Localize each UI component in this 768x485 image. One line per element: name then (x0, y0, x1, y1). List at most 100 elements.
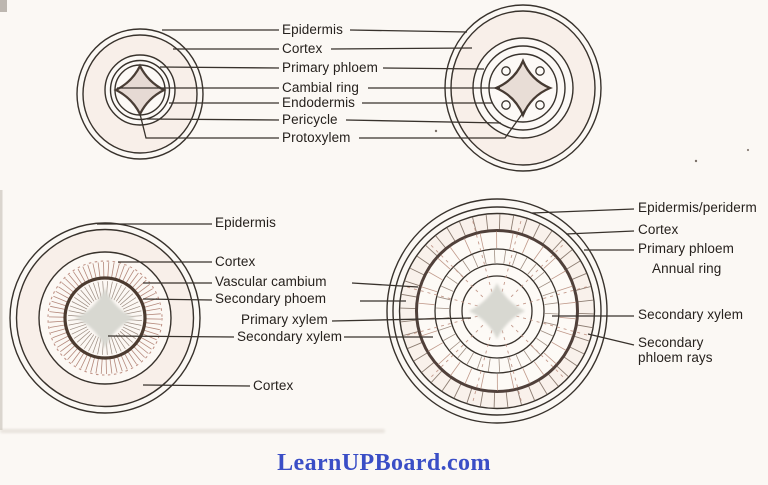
growth-ring (434, 248, 560, 374)
ray-line (482, 251, 487, 265)
ray-line (115, 263, 120, 279)
ray-line (510, 324, 566, 380)
ray-line (71, 301, 88, 310)
ray-line (71, 326, 88, 335)
label-pericycle: Pericycle (282, 112, 338, 127)
ray-line (74, 297, 89, 308)
label-epidermis-bl: Epidermis (215, 215, 276, 230)
label-secondary-phloem-rays-line1: Secondary (638, 335, 704, 350)
secondary-growth-diagram-left (9, 222, 201, 414)
ray-line (498, 213, 501, 230)
ray-line (69, 305, 87, 312)
ray-line (428, 324, 484, 380)
ray-line (403, 331, 419, 336)
ray-line (137, 283, 150, 294)
ray-line (559, 316, 577, 320)
ray-line (113, 335, 122, 352)
ray-line (51, 300, 67, 307)
ray-line (551, 270, 566, 280)
ray-line (498, 358, 500, 372)
ray-line (95, 358, 99, 374)
ray-line (143, 329, 159, 336)
leader-pericycle-right (345, 119, 502, 124)
ray-line (61, 282, 74, 293)
xylem-star (493, 58, 553, 118)
leader-secondary-phloem-left (142, 298, 213, 301)
ray-line (121, 328, 136, 339)
ray-line (132, 276, 143, 288)
ray-line (125, 269, 135, 284)
ray-line (457, 347, 467, 359)
ray-line (533, 271, 545, 281)
speckle (746, 148, 750, 152)
label-annual-ring: Annual ring (652, 261, 722, 276)
leader-epidermis-periderm (531, 208, 635, 214)
label-cortex2-bl: Cortex (253, 378, 294, 393)
ray-line (97, 262, 101, 278)
ray-line (428, 342, 443, 352)
ray-line (510, 372, 515, 389)
ray-line (401, 293, 417, 298)
ray-line (551, 239, 564, 252)
ray-line (437, 257, 451, 270)
dashed-cambium-ring (47, 260, 163, 376)
ray-line (542, 291, 556, 297)
ray-line (75, 352, 85, 367)
ray-line (471, 218, 493, 292)
ray-line (118, 290, 130, 304)
ray-line (50, 305, 65, 310)
ray-line (90, 357, 95, 373)
leader-primary-phloem-left (159, 66, 280, 69)
ray-line (69, 323, 87, 331)
ray-line (84, 286, 95, 302)
ray-line (533, 246, 544, 261)
ray-line (111, 282, 118, 300)
ray-line (144, 302, 160, 308)
secondary-xylem-rays-band (68, 281, 142, 355)
ray-line (145, 308, 161, 312)
label-secondary-phloem: Secondary phoem (215, 291, 327, 306)
ray-line (117, 332, 130, 347)
ray-line (480, 372, 485, 389)
ray-line (443, 333, 456, 341)
ray-line (409, 267, 425, 276)
ray-line (548, 373, 559, 387)
ray-line (97, 337, 102, 355)
leader-vascular-cambium-right (351, 282, 419, 288)
corner-smudge (0, 0, 7, 12)
ray-line (119, 331, 133, 343)
ray-line (544, 313, 558, 315)
ray-line (124, 321, 142, 326)
ray-line (88, 335, 97, 352)
ray-line (54, 335, 69, 344)
label-primary-phloem-br: Primary phloem (638, 241, 734, 256)
ray-line (60, 342, 73, 353)
primary-xylem-star (75, 288, 135, 348)
ray-line (517, 389, 522, 405)
ray-line (111, 262, 115, 278)
label-endodermis: Endodermis (282, 95, 356, 110)
ray-line (58, 286, 72, 296)
ray-line (521, 218, 528, 234)
ray-line (542, 230, 553, 245)
ray-line (127, 351, 137, 365)
ray-line (139, 288, 153, 297)
leader-primary-xylem-right (331, 317, 472, 322)
ray-line (464, 368, 472, 384)
ray-line (536, 337, 548, 347)
speckle (434, 129, 438, 133)
ray-line (122, 301, 139, 310)
ray-line (68, 274, 80, 287)
young-root-diagram-right (444, 4, 602, 172)
leader-cortex-right (330, 47, 473, 50)
ray-line (124, 353, 133, 368)
ray-line (563, 356, 578, 367)
ray-line (113, 284, 122, 301)
label-secondary-phloem-rays-line2: phloem rays (638, 349, 713, 365)
ray-line (76, 330, 91, 343)
ray-line (543, 321, 557, 326)
ray-line (532, 223, 541, 239)
ray-line (73, 271, 83, 285)
leader-pericycle-left (146, 118, 280, 121)
ray-line (556, 365, 569, 378)
